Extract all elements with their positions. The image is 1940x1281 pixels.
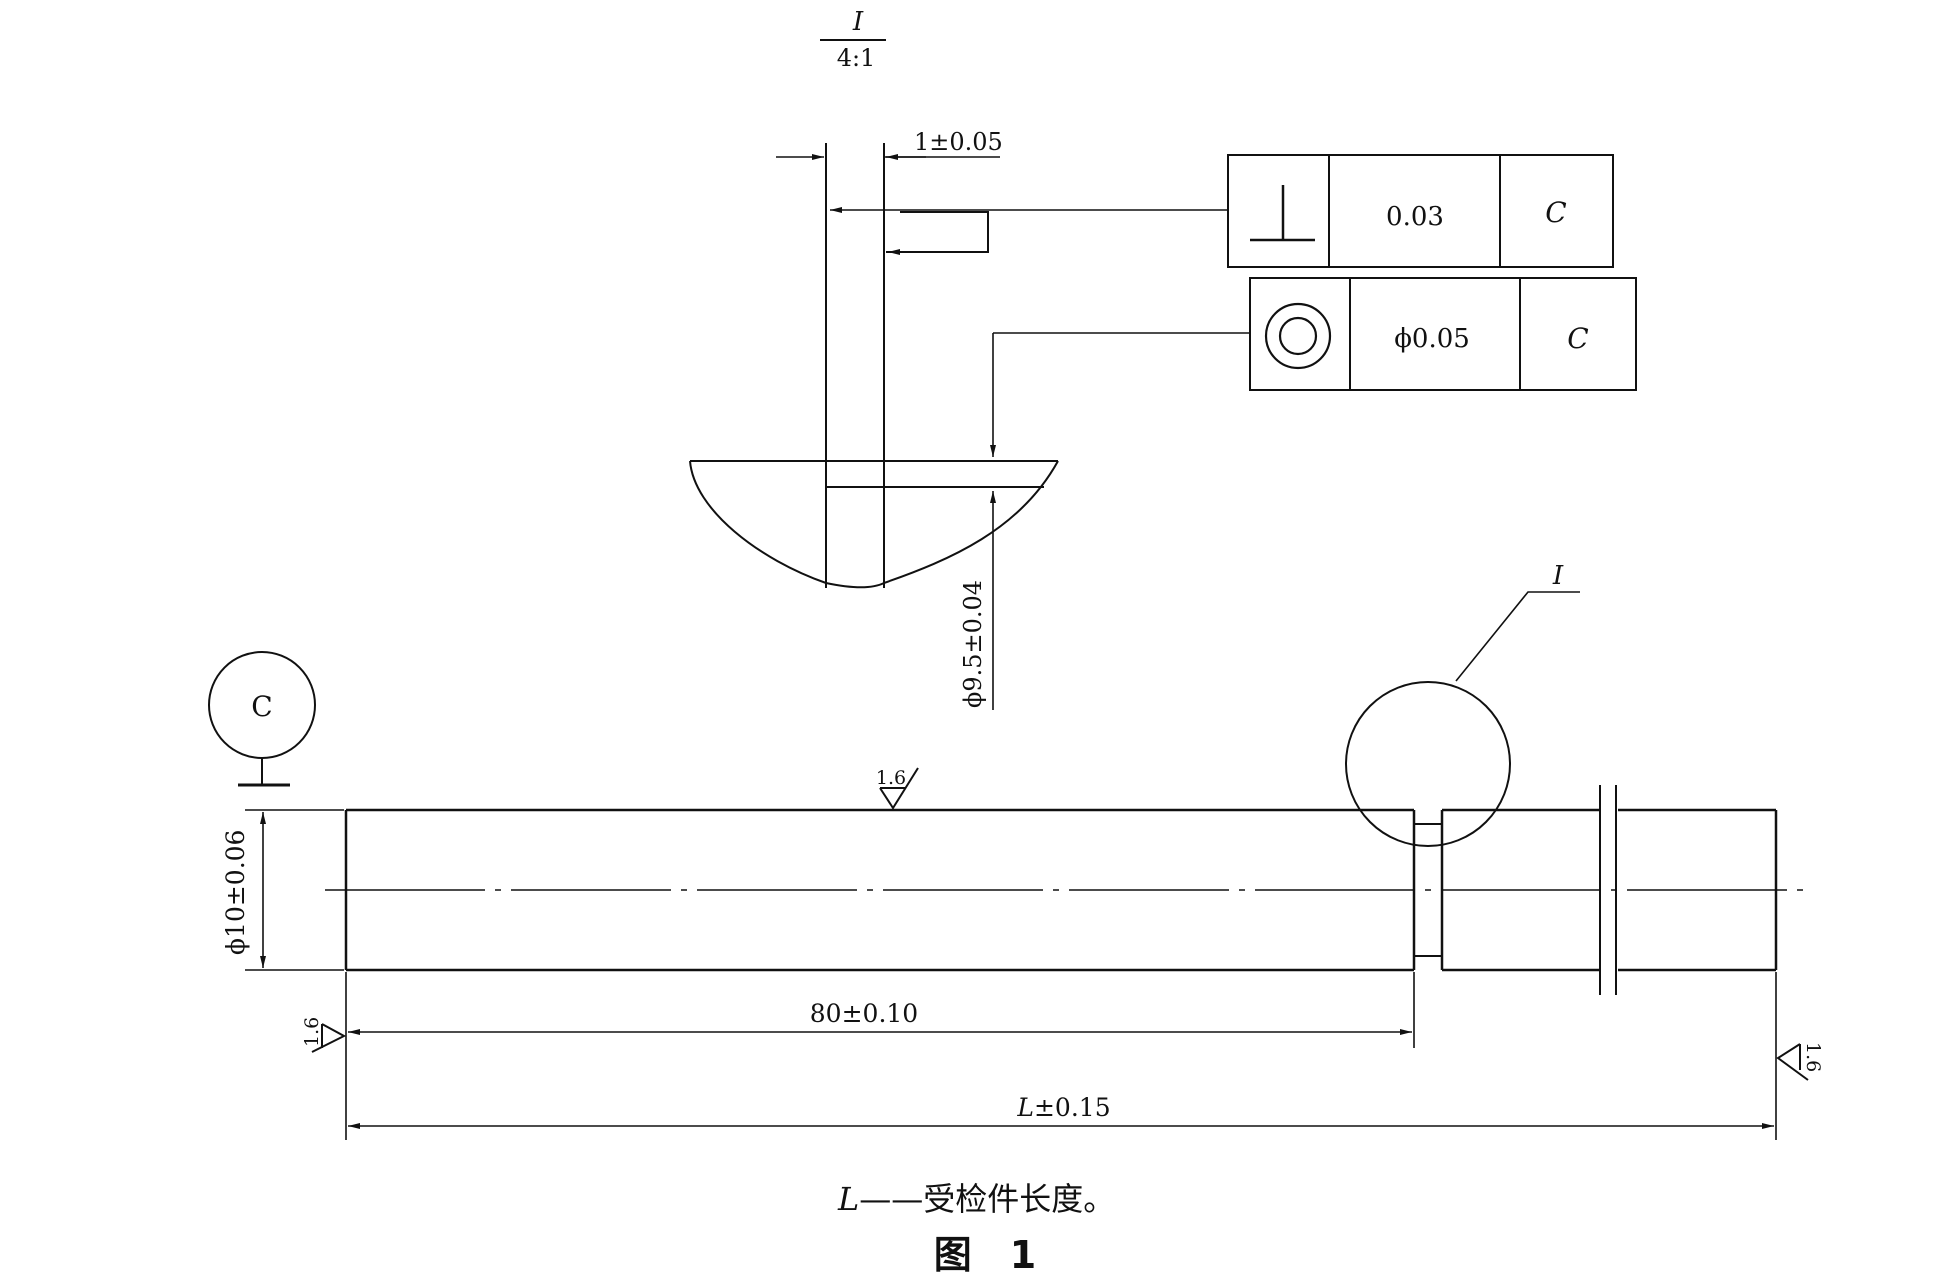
- total-length-dim-text: L±0.15: [1016, 1093, 1110, 1122]
- perpendicularity-datum: C: [1545, 196, 1566, 229]
- concentricity-tolerance: ϕ0.05: [1394, 324, 1470, 354]
- legend-text: L——受检件长度。: [837, 1180, 1115, 1218]
- detail-callout: I: [1345, 561, 1580, 847]
- groove-width-dimension: 1±0.05: [776, 128, 1003, 588]
- roughness-left-value: 1.6: [301, 1017, 323, 1047]
- legend-symbol: L: [837, 1180, 859, 1218]
- fcf-concentricity: ϕ0.05 C: [993, 277, 1637, 391]
- figure-caption: 图 1: [934, 1233, 1036, 1277]
- detail-view-label: I: [852, 7, 864, 37]
- legend-description: 受检件长度。: [923, 1180, 1115, 1218]
- groove-position-dim-text: 80±0.10: [810, 999, 918, 1028]
- concentricity-datum: C: [1567, 322, 1588, 355]
- detail-callout-label: I: [1552, 561, 1564, 591]
- groove-width-dim-text: 1±0.05: [914, 128, 1003, 156]
- total-length-dimension: L±0.15: [348, 972, 1777, 1140]
- concentricity-icon: [1264, 302, 1332, 370]
- step-mark: [886, 211, 989, 253]
- fcf-perpendicularity: 0.03 C: [830, 154, 1614, 268]
- groove-diameter-dim-text: ϕ9.5±0.04: [959, 580, 987, 708]
- datum-letter: C: [251, 690, 272, 723]
- roughness-top-value: 1.6: [876, 767, 906, 789]
- roughness-left-end: 1.6: [301, 1017, 347, 1053]
- pin-main-view: I: [325, 561, 1810, 995]
- legend-dash: ——: [859, 1180, 923, 1218]
- diameter-dim-text: ϕ10±0.06: [221, 830, 250, 955]
- perpendicularity-icon: [1250, 185, 1315, 242]
- groove-position-dimension: 80±0.10: [345, 972, 1415, 1140]
- datum-symbol: C: [208, 651, 316, 787]
- roughness-top: 1.6: [876, 767, 919, 810]
- detail-cross-section: [689, 460, 1059, 589]
- detail-view: I 4:1 1±0.05 ϕ9.5±0.04: [689, 7, 1059, 710]
- roughness-right-end: 1.6: [1776, 1042, 1824, 1081]
- detail-view-scale: 4:1: [837, 44, 876, 72]
- diameter-dimension: ϕ10±0.06: [221, 809, 344, 971]
- perpendicularity-tolerance: 0.03: [1386, 202, 1444, 232]
- roughness-right-value: 1.6: [1802, 1042, 1824, 1072]
- groove-diameter-dimension: ϕ9.5±0.04: [959, 333, 996, 710]
